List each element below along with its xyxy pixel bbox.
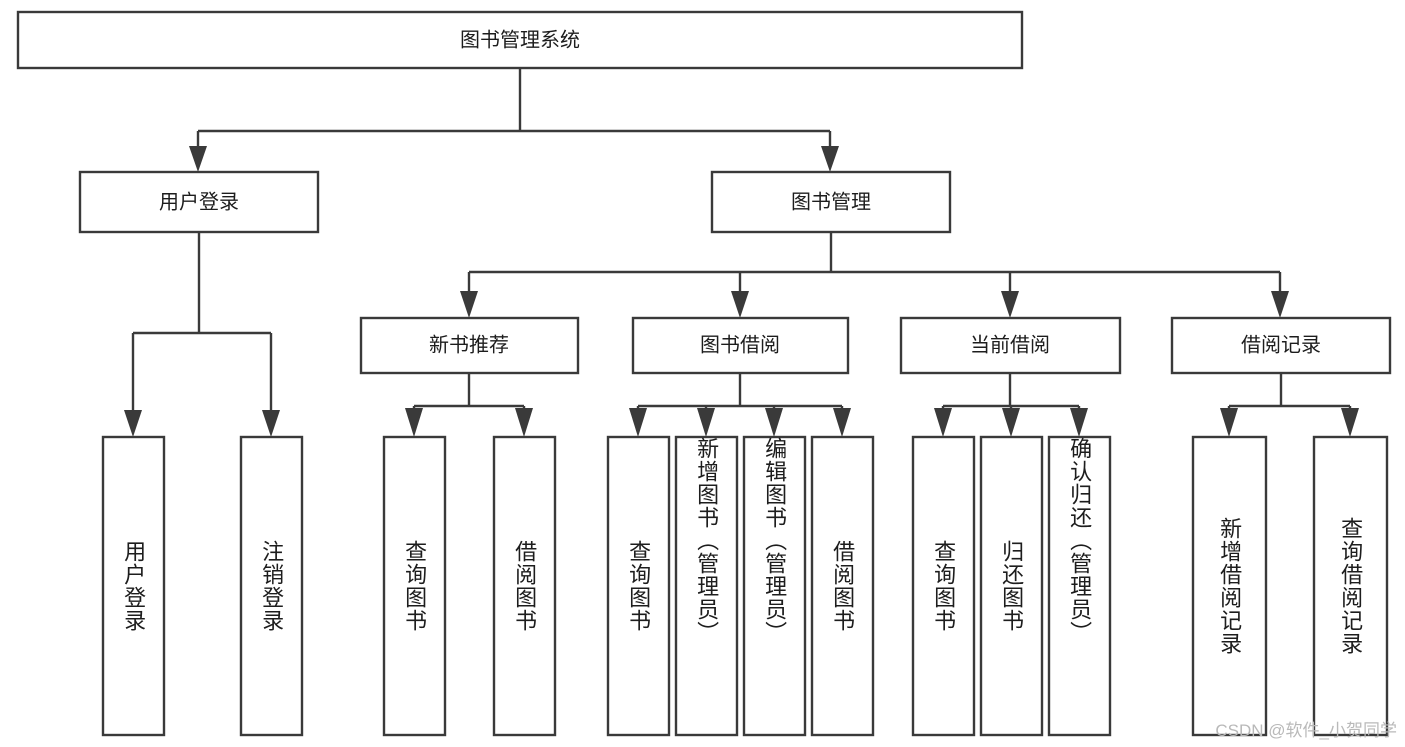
leaf-box-book-borrow-4[interactable] [810, 435, 875, 737]
leaf-box-user-login-2[interactable] [239, 435, 304, 737]
node-new-book-recommend-label: 新书推荐 [429, 333, 509, 356]
leaf-box-borrow-record-1[interactable] [1191, 435, 1268, 737]
arrow-head-icon [189, 146, 207, 172]
leaf-box-new-book-1[interactable] [382, 435, 447, 737]
arrow-head-icon [262, 410, 280, 437]
leaf-box-current-borrow-2[interactable] [979, 435, 1044, 737]
arrow-head-icon [1002, 408, 1020, 437]
leaf-box-new-book-2[interactable] [492, 435, 557, 737]
leaf-box-user-login-1[interactable] [101, 435, 166, 737]
leaf-box-book-borrow-3[interactable] [742, 435, 807, 737]
node-book-borrow[interactable] [631, 316, 850, 375]
node-current-borrow-label: 当前借阅 [970, 333, 1050, 356]
arrow-head-icon [460, 291, 478, 318]
node-root-label: 图书管理系统 [460, 28, 580, 51]
leaf-box-current-borrow-1[interactable] [911, 435, 976, 737]
arrow-head-icon [765, 408, 783, 437]
node-new-book-recommend[interactable] [359, 316, 580, 375]
csdn-watermark: CSDN @软件_小贺同学 [1215, 721, 1397, 740]
arrow-head-icon [934, 408, 952, 437]
arrow-head-icon [1220, 408, 1238, 437]
node-borrow-record-label: 借阅记录 [1241, 333, 1321, 356]
node-book-management[interactable] [710, 170, 952, 234]
arrow-head-icon [124, 410, 142, 437]
arrow-head-icon [405, 408, 423, 437]
leaf-box-current-borrow-3[interactable] [1047, 435, 1112, 737]
arrow-head-icon [833, 408, 851, 437]
node-borrow-record[interactable] [1170, 316, 1392, 375]
arrow-head-icon [731, 291, 749, 318]
arrow-head-icon [821, 146, 839, 172]
leaf-box-borrow-record-2[interactable] [1312, 435, 1389, 737]
arrow-head-icon [515, 408, 533, 437]
node-root[interactable] [16, 10, 1024, 70]
arrow-head-icon [1271, 291, 1289, 318]
arrow-head-icon [1070, 408, 1088, 437]
node-book-management-label: 图书管理 [791, 190, 871, 213]
node-user-login-label: 用户登录 [159, 190, 239, 213]
node-current-borrow[interactable] [899, 316, 1122, 375]
arrow-head-icon [697, 408, 715, 437]
leaf-box-book-borrow-2[interactable] [674, 435, 739, 737]
arrow-head-icon [1001, 291, 1019, 318]
arrow-head-icon [629, 408, 647, 437]
leaf-box-book-borrow-1[interactable] [606, 435, 671, 737]
arrow-head-icon [1341, 408, 1359, 437]
node-book-borrow-label: 图书借阅 [700, 333, 780, 356]
